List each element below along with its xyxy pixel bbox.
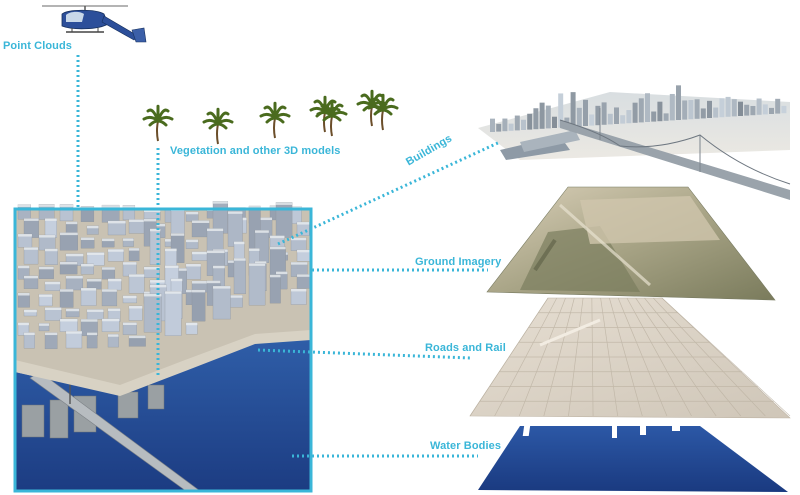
water-bodies-label: Water Bodies	[430, 440, 502, 452]
palm-tree-icon	[142, 104, 174, 142]
palm-tree-icon	[367, 93, 399, 131]
point-clouds-label: Point Clouds	[3, 40, 73, 52]
palm-tree-icon	[202, 107, 234, 145]
helicopter-icon	[42, 5, 147, 43]
ground-imagery-label: Ground Imagery	[415, 256, 502, 268]
roads-rail-layer	[469, 297, 791, 419]
palm-tree-icon	[259, 101, 291, 139]
connector-lines	[76, 55, 501, 458]
water-bodies-layer	[412, 426, 788, 492]
aerial-city-view	[13, 201, 313, 493]
palm-tree-icon	[316, 99, 348, 137]
palm-tree-icon	[142, 89, 399, 145]
vegetation-label: Vegetation and other 3D models	[170, 145, 341, 157]
ground-imagery-layer	[486, 186, 776, 301]
buildings-layer	[478, 85, 791, 200]
roads-rail-label: Roads and Rail	[425, 342, 506, 354]
